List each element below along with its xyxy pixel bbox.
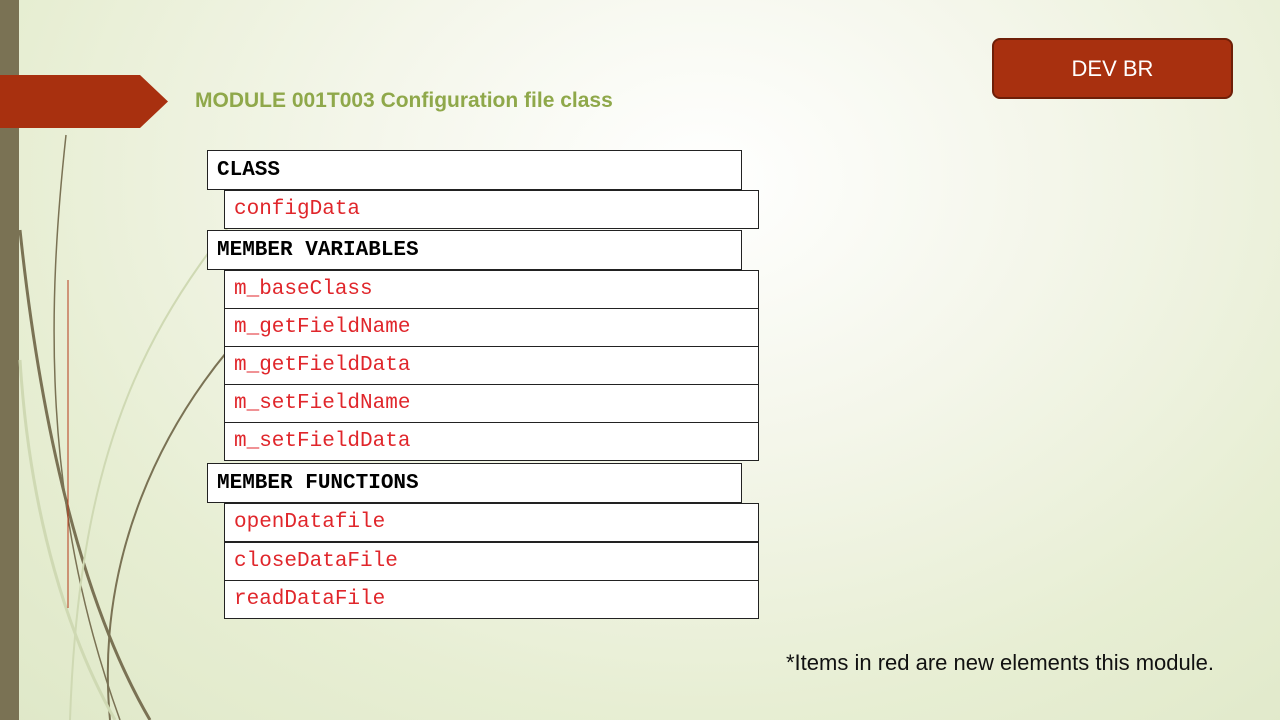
function-item: openDatafile [224,503,759,542]
title-arrow-shape [0,75,168,128]
variable-item: m_setFieldName [224,384,759,423]
variable-item: m_getFieldName [224,308,759,347]
slide-title: MODULE 001T003 Configuration file class [195,89,613,112]
member-functions-header: MEMBER FUNCTIONS [207,463,742,503]
function-item: closeDataFile [224,542,759,581]
variable-item: m_setFieldData [224,422,759,461]
function-item: readDataFile [224,580,759,619]
left-sidebar-bar [0,0,19,720]
variable-item: m_baseClass [224,270,759,309]
member-variables-header: MEMBER VARIABLES [207,230,742,270]
dev-br-button[interactable]: DEV BR [992,38,1233,99]
class-header: CLASS [207,150,742,190]
class-name-item: configData [224,190,759,229]
variable-item: m_getFieldData [224,346,759,385]
footnote: *Items in red are new elements this modu… [786,650,1214,675]
